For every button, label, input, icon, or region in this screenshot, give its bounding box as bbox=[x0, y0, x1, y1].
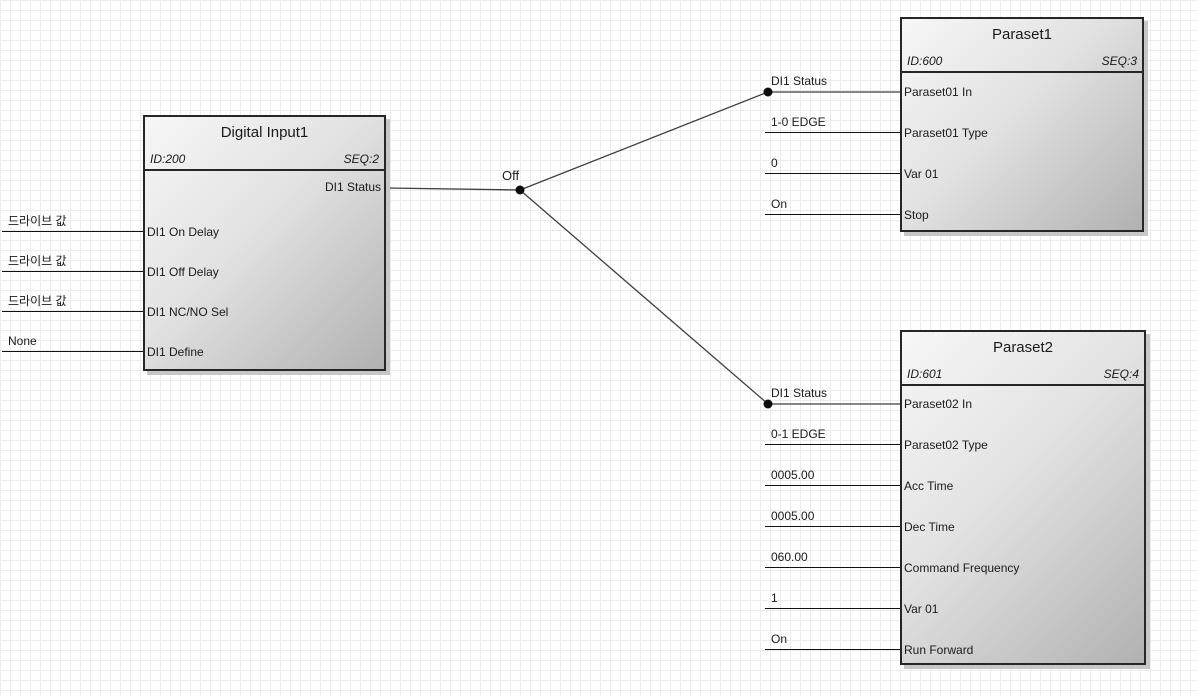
block-header: Paraset2 ID:601 SEQ:4 bbox=[902, 332, 1144, 386]
input-value-stub[interactable]: None bbox=[2, 333, 143, 352]
input-value-stub[interactable]: 0005.00 bbox=[765, 508, 900, 527]
output-port-label[interactable]: DI1 Status bbox=[324, 180, 381, 194]
input-value-stub[interactable]: DI1 Status bbox=[771, 386, 828, 400]
input-port-label[interactable]: DI1 Off Delay bbox=[147, 265, 219, 279]
block-seq: SEQ:2 bbox=[343, 152, 379, 166]
input-value-stub[interactable]: 0 bbox=[765, 155, 900, 174]
block-id: ID:200 bbox=[150, 152, 186, 166]
block-title: Digital Input1 bbox=[220, 124, 309, 141]
input-value-stub[interactable]: 1 bbox=[765, 590, 900, 609]
input-value-stub[interactable]: On bbox=[765, 631, 900, 650]
input-port-label[interactable]: Dec Time bbox=[904, 520, 955, 534]
input-port-label[interactable]: Var 01 bbox=[904, 602, 939, 616]
wire-di1status-to-junction[interactable] bbox=[385, 187, 521, 191]
block-id: ID:601 bbox=[907, 367, 943, 381]
input-port-label[interactable]: DI1 NC/NO Sel bbox=[147, 305, 229, 319]
input-port-label[interactable]: Paraset01 Type bbox=[904, 126, 988, 140]
input-port-label[interactable]: Paraset02 In bbox=[904, 397, 973, 411]
junction-dot-main[interactable] bbox=[515, 185, 525, 195]
input-value-stub[interactable]: 060.00 bbox=[765, 549, 900, 568]
input-port-label[interactable]: Command Frequency bbox=[904, 561, 1020, 575]
input-port-label[interactable]: DI1 Define bbox=[147, 345, 204, 359]
input-port-label[interactable]: Paraset01 In bbox=[904, 85, 973, 99]
block-title: Paraset1 bbox=[991, 26, 1053, 43]
input-value-stub[interactable]: 1-0 EDGE bbox=[765, 114, 900, 133]
input-value-stub[interactable]: 0-1 EDGE bbox=[765, 426, 900, 445]
input-port-label[interactable]: Var 01 bbox=[904, 167, 939, 181]
block-header: Paraset1 ID:600 SEQ:3 bbox=[902, 19, 1142, 73]
input-value-stub[interactable]: 드라이브 값 bbox=[2, 213, 143, 232]
input-value-stub[interactable]: On bbox=[765, 196, 900, 215]
input-value-stub[interactable]: DI1 Status bbox=[771, 74, 828, 88]
input-value-stub[interactable]: 드라이브 값 bbox=[2, 293, 143, 312]
block-seq: SEQ:3 bbox=[1101, 54, 1137, 68]
input-port-label[interactable]: Run Forward bbox=[904, 643, 974, 657]
block-header: Digital Input1 ID:200 SEQ:2 bbox=[145, 117, 384, 171]
input-port-label[interactable]: Stop bbox=[904, 208, 929, 222]
block-seq: SEQ:4 bbox=[1103, 367, 1139, 381]
junction-dot-paraset1[interactable] bbox=[763, 87, 773, 97]
net-value-label: Off bbox=[502, 168, 520, 183]
input-port-label[interactable]: DI1 On Delay bbox=[147, 225, 220, 239]
input-value-stub[interactable]: 드라이브 값 bbox=[2, 253, 143, 272]
block-title: Paraset2 bbox=[992, 339, 1054, 356]
wire-junction-to-paraset1[interactable] bbox=[519, 91, 769, 191]
junction-dot-paraset2[interactable] bbox=[763, 399, 773, 409]
input-value-stub[interactable]: 0005.00 bbox=[765, 467, 900, 486]
block-id: ID:600 bbox=[907, 54, 943, 68]
input-port-label[interactable]: Paraset02 Type bbox=[904, 438, 988, 452]
block-paraset1[interactable]: Paraset1 ID:600 SEQ:3 Paraset01 In Parase… bbox=[900, 17, 1144, 232]
block-paraset2[interactable]: Paraset2 ID:601 SEQ:4 Paraset02 In Parase… bbox=[900, 330, 1146, 665]
input-port-label[interactable]: Acc Time bbox=[904, 479, 954, 493]
wire-junction-to-paraset2[interactable] bbox=[519, 189, 769, 405]
